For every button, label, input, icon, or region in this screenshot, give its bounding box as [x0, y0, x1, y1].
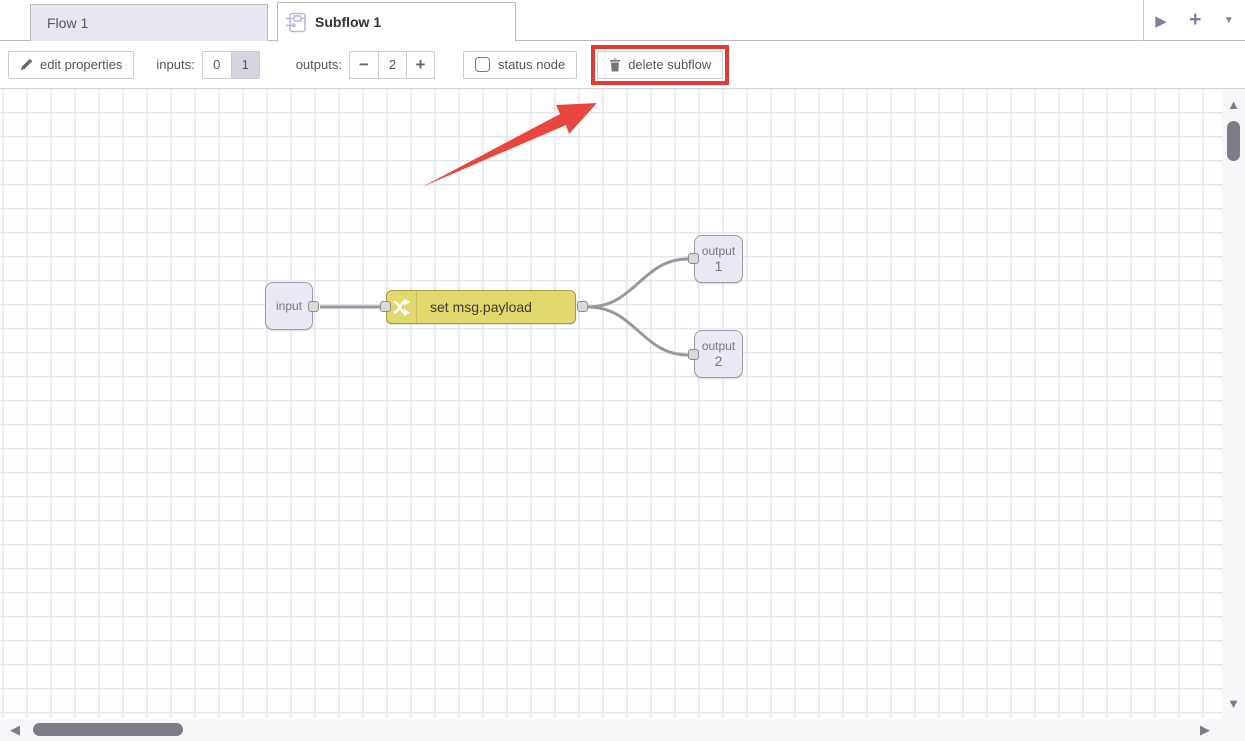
inputs-option-1[interactable]: 1 — [231, 52, 259, 78]
scroll-left-icon[interactable]: ◀ — [10, 722, 20, 738]
output1-node-input-port[interactable] — [688, 253, 699, 264]
tab-subflow1[interactable]: Subflow 1 — [277, 2, 516, 42]
outputs-increment-button[interactable]: + — [406, 52, 434, 78]
add-flow-icon[interactable]: + — [1189, 8, 1201, 32]
next-tab-icon[interactable]: ▶ — [1155, 12, 1167, 30]
status-node-button[interactable]: status node — [463, 51, 577, 79]
edit-properties-button[interactable]: edit properties — [8, 51, 134, 79]
delete-subflow-label: delete subflow — [628, 57, 711, 72]
wire-change-to-output2[interactable] — [588, 307, 688, 355]
subflow-toolbar: edit properties inputs: 0 1 outputs: − 2… — [0, 41, 1245, 89]
scroll-up-icon[interactable]: ▲ — [1222, 97, 1245, 112]
change-node-label: set msg.payload — [417, 299, 532, 315]
tab-flow1-label: Flow 1 — [47, 15, 88, 31]
vertical-scrollbar-thumb[interactable] — [1227, 121, 1240, 161]
edit-properties-label: edit properties — [40, 57, 122, 72]
horizontal-scrollbar-thumb[interactable] — [33, 723, 183, 736]
inputs-toggle-group: 0 1 — [202, 51, 260, 79]
output1-node-number: 1 — [715, 258, 723, 274]
change-node[interactable]: set msg.payload — [386, 290, 576, 324]
subflow-output1-node[interactable]: output 1 — [694, 235, 743, 283]
wires-layer — [0, 89, 1222, 719]
trash-icon — [609, 58, 621, 72]
subflow-icon — [286, 12, 307, 33]
outputs-value: 2 — [378, 52, 406, 78]
status-node-label: status node — [498, 57, 565, 72]
status-node-checkbox[interactable] — [475, 57, 490, 72]
input-node-output-port[interactable] — [308, 301, 319, 312]
scroll-right-icon[interactable]: ▶ — [1200, 722, 1210, 738]
flow-canvas[interactable]: input set msg.payload output 1 output — [0, 89, 1245, 741]
tab-list-chevron-down-icon[interactable]: ▼ — [1224, 15, 1234, 26]
tab-bar-controls: ▶ + ▼ — [1143, 0, 1245, 41]
output1-node-label: output — [702, 245, 735, 258]
change-node-output-port[interactable] — [577, 301, 588, 312]
horizontal-scrollbar[interactable]: ◀ ▶ — [0, 719, 1222, 741]
annotation-arrow — [0, 89, 650, 209]
inputs-label: inputs: — [156, 57, 194, 72]
subflow-output2-node[interactable]: output 2 — [694, 330, 743, 378]
change-node-icon-section — [387, 291, 417, 323]
output2-node-number: 2 — [715, 353, 723, 369]
outputs-label: outputs: — [296, 57, 342, 72]
output2-node-label: output — [702, 340, 735, 353]
subflow-input-node[interactable]: input — [265, 282, 313, 330]
delete-subflow-button[interactable]: delete subflow — [597, 51, 723, 79]
change-node-input-port[interactable] — [380, 301, 391, 312]
input-node-label: input — [276, 300, 302, 313]
pencil-icon — [20, 58, 33, 71]
outputs-stepper: − 2 + — [349, 51, 435, 79]
inputs-option-0[interactable]: 0 — [203, 52, 231, 78]
workspace-tab-bar: Flow 1 Subflow 1 ▶ + ▼ — [0, 0, 1245, 41]
output2-node-input-port[interactable] — [688, 349, 699, 360]
delete-subflow-highlight-box: delete subflow — [591, 45, 729, 85]
tab-subflow1-label: Subflow 1 — [315, 14, 381, 30]
wire-change-to-output1[interactable] — [588, 259, 688, 307]
vertical-scrollbar[interactable]: ▲ ▼ — [1222, 89, 1245, 741]
shuffle-icon — [392, 297, 412, 317]
tab-flow1[interactable]: Flow 1 — [30, 4, 268, 41]
outputs-decrement-button[interactable]: − — [350, 52, 378, 78]
scroll-down-icon[interactable]: ▼ — [1222, 696, 1245, 711]
